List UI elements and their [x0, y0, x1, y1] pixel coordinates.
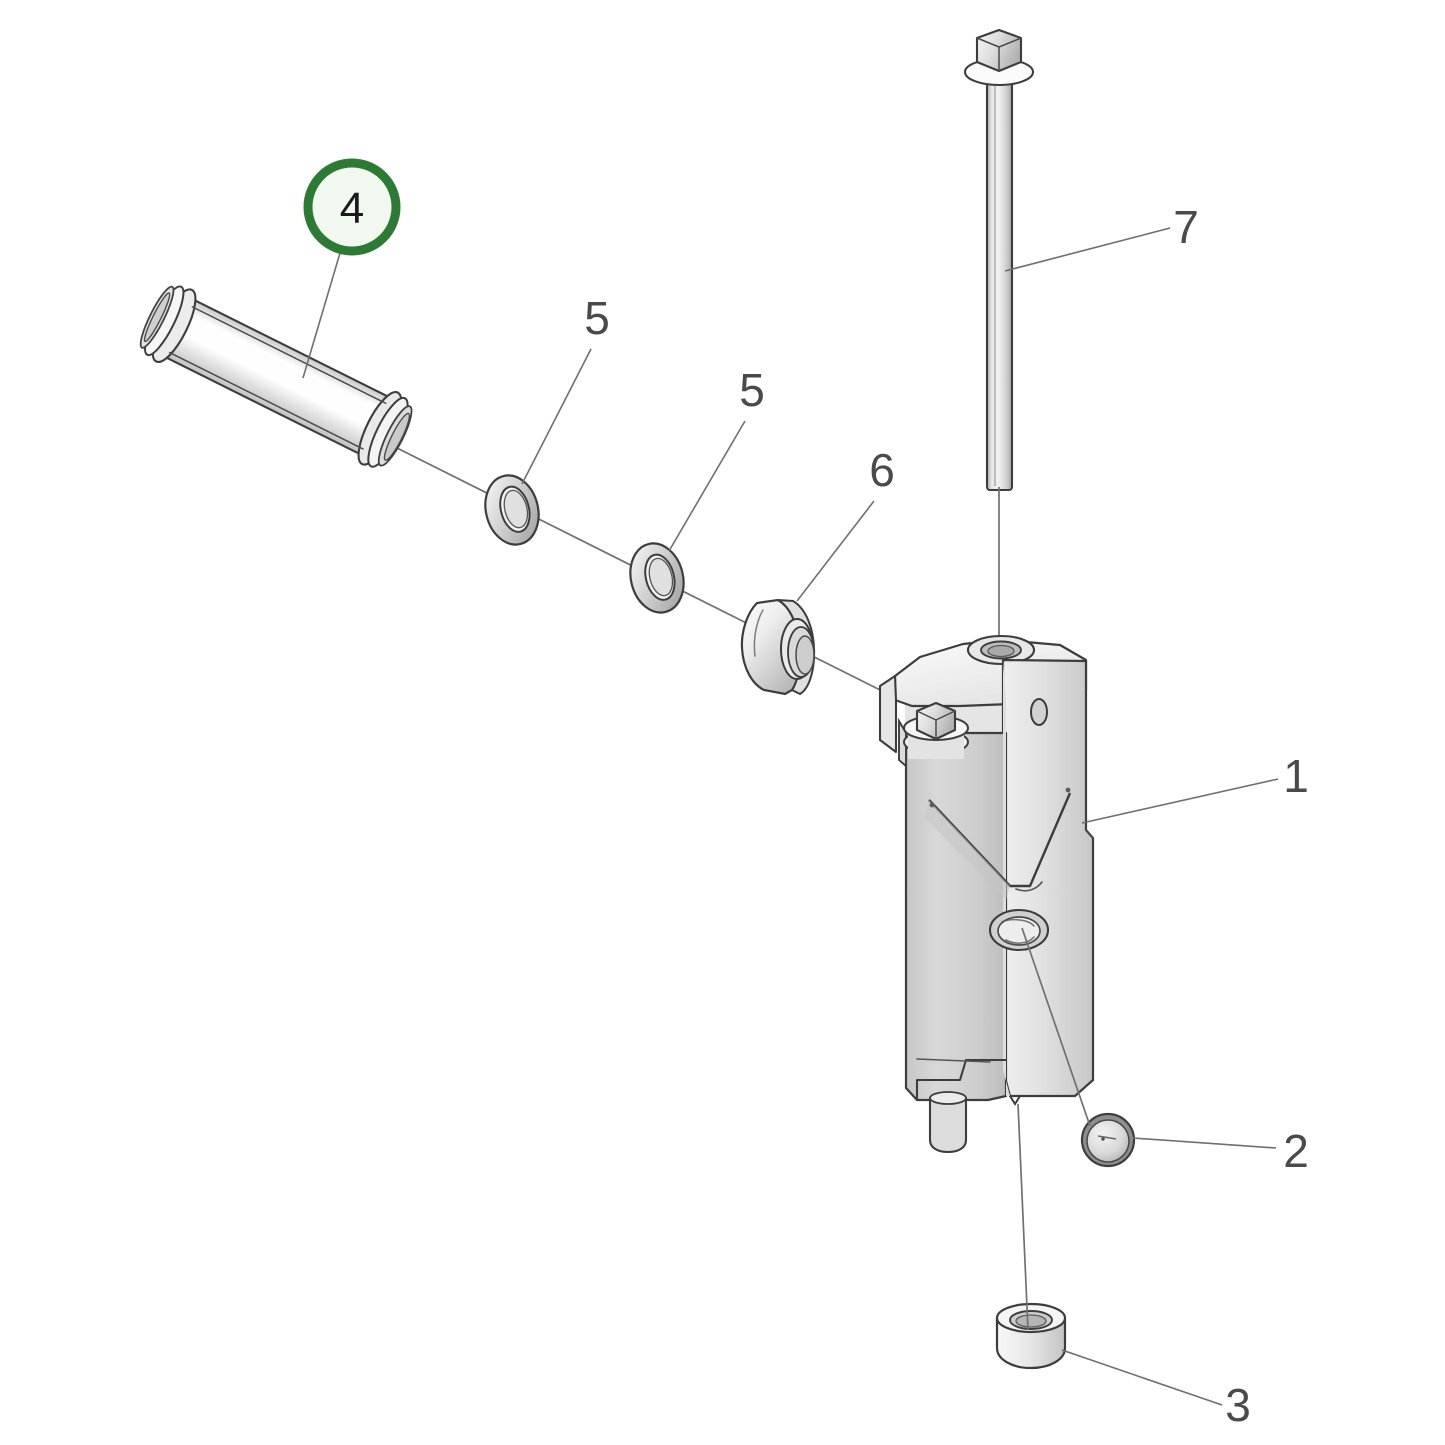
callout-number-2: 2 [1283, 1125, 1309, 1177]
part-5-seal-washer-upper [484, 474, 540, 546]
cap-assembly-axis [1021, 927, 1091, 1127]
part-6-flanged-bushing [740, 598, 816, 696]
leader-4 [302, 252, 341, 379]
part-4-pivot-tube [139, 285, 413, 468]
leader-5-lower [668, 420, 746, 552]
callout-number-5-lower: 5 [739, 364, 765, 416]
part-2-cap-plug [1080, 1112, 1136, 1168]
leader-6 [796, 500, 875, 602]
leader-lines [302, 227, 1279, 1406]
bracket-cap-seat [988, 908, 1050, 952]
part-1-bracket-body [878, 634, 1095, 1154]
grommet-assembly-axis [1017, 1103, 1029, 1331]
part-7-flange-bolt [963, 28, 1035, 492]
highlight-badge-4[interactable]: 4 [303, 158, 401, 256]
callout-number-5-upper: 5 [584, 292, 610, 344]
highlight-number: 4 [340, 184, 364, 233]
callout-number-3: 3 [1225, 1379, 1251, 1431]
leader-7 [1004, 227, 1171, 272]
bracket-small-hole [1030, 698, 1048, 726]
part-3-bushing-grommet [995, 1302, 1067, 1370]
bracket-bottom-stub [928, 1096, 968, 1154]
leader-5-upper [521, 348, 592, 485]
callout-number-6: 6 [869, 444, 895, 496]
leader-1 [1081, 778, 1279, 824]
callout-numbers: 7 5 5 6 1 2 3 [584, 201, 1309, 1431]
leader-3 [1061, 1349, 1223, 1406]
bracket-hex-bolt-mount [903, 701, 969, 759]
callout-number-1: 1 [1283, 750, 1309, 802]
leader-2 [1132, 1137, 1277, 1149]
highlight-ring[interactable] [303, 158, 401, 256]
callout-number-7: 7 [1173, 201, 1199, 253]
part-5-seal-washer-lower [629, 542, 685, 614]
